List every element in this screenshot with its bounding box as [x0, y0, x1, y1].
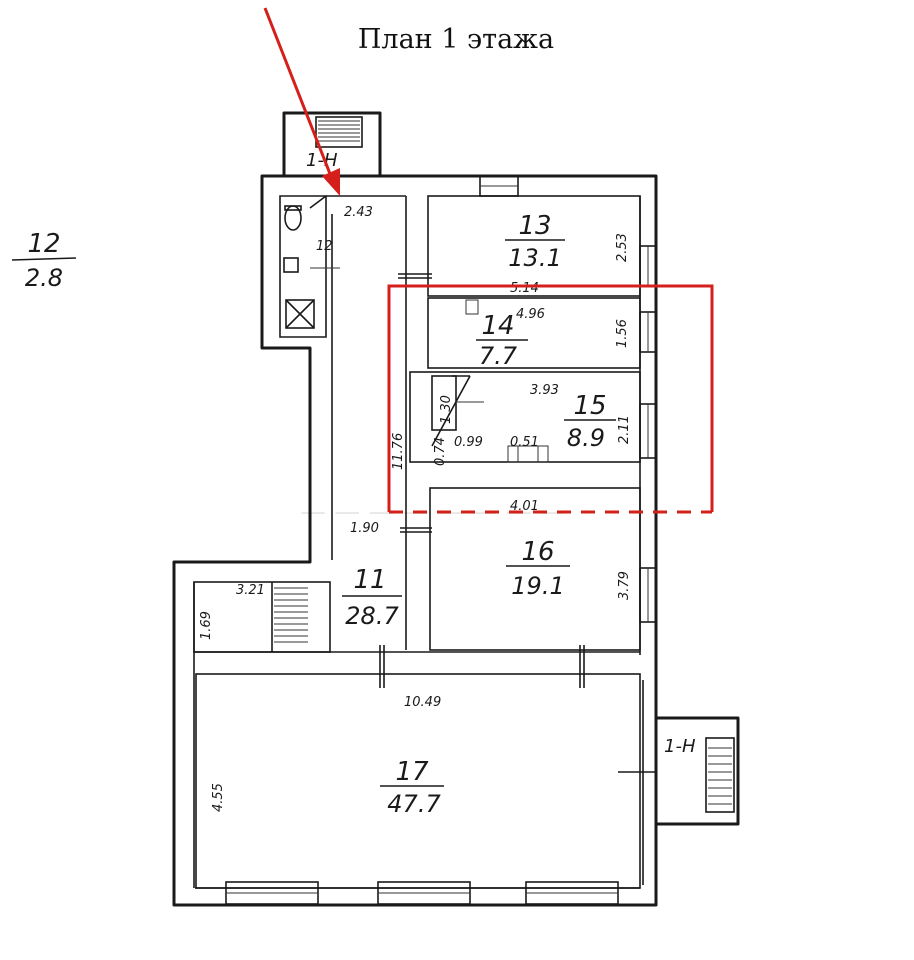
room-15-area: 8.9: [567, 424, 605, 452]
room-15-number: 15: [573, 391, 606, 421]
dim-small-a: 0.74: [433, 437, 448, 466]
dim-r14-height: 1.56: [615, 319, 630, 348]
dim-r14-width: 4.96: [516, 307, 545, 322]
outside-room-label: 12 2.8: [11, 229, 77, 292]
dim-r15-height: 2.11: [617, 415, 632, 444]
entrance-label-east: 1-Н: [664, 736, 696, 757]
dim-corridor-length: 11.76: [391, 433, 406, 470]
pointer-arrow: [263, 7, 336, 185]
room-14-area: 7.7: [479, 342, 518, 370]
east-porch: 1-Н: [656, 716, 740, 826]
dim-closet-height: 1.30: [439, 395, 454, 424]
room-13-number: 13: [518, 211, 551, 241]
dim-corridor-width: 1.90: [350, 521, 379, 536]
room-17-area: 47.7: [387, 790, 441, 818]
dim-small-b: 0.99: [454, 435, 483, 450]
dim-r16-height: 3.79: [617, 571, 632, 600]
dim-r17-width: 10.49: [404, 695, 441, 710]
dim-r17-height: 4.55: [211, 783, 226, 812]
room-14: 14 7.7: [427, 297, 657, 370]
room-16-area: 19.1: [511, 572, 564, 600]
room-17-number: 17: [395, 757, 429, 787]
dim-small-c: 0.51: [510, 435, 539, 450]
room-16-number: 16: [521, 537, 554, 567]
room-13-area: 13.1: [508, 244, 561, 272]
room-12-number: 12: [316, 239, 333, 254]
room-12: 12: [279, 195, 407, 650]
room-11: 11 28.7: [193, 565, 640, 688]
outside-room-area: 2.8: [25, 264, 63, 292]
dim-r15-width: 3.93: [530, 383, 559, 398]
dim-stair-width: 3.21: [236, 583, 265, 598]
room-11-number: 11: [353, 565, 386, 595]
arrow-head-icon: [322, 168, 340, 196]
entrance-label-top: 1-Н: [306, 150, 338, 171]
dim-stair-height: 1.69: [199, 611, 214, 640]
dimensions: 2.43 2.53 5.14 4.96 1.56 3.93 2.11 1.30 …: [199, 205, 632, 812]
room-14-number: 14: [481, 311, 514, 341]
outside-room-number: 12: [27, 229, 60, 259]
dim-r13-height: 2.53: [615, 233, 630, 262]
plan-title: План 1 этажа: [358, 24, 554, 55]
highlight-annotations: [263, 7, 714, 514]
dim-r13-width: 5.14: [510, 281, 539, 296]
highlight-box: [387, 284, 714, 512]
dim-r16-width: 4.01: [510, 499, 539, 514]
room-11-area: 28.7: [345, 602, 399, 630]
room-15: 15 8.9: [409, 371, 657, 463]
dim-top-corridor: 2.43: [344, 205, 373, 220]
room-17: 17 47.7: [195, 673, 656, 905]
